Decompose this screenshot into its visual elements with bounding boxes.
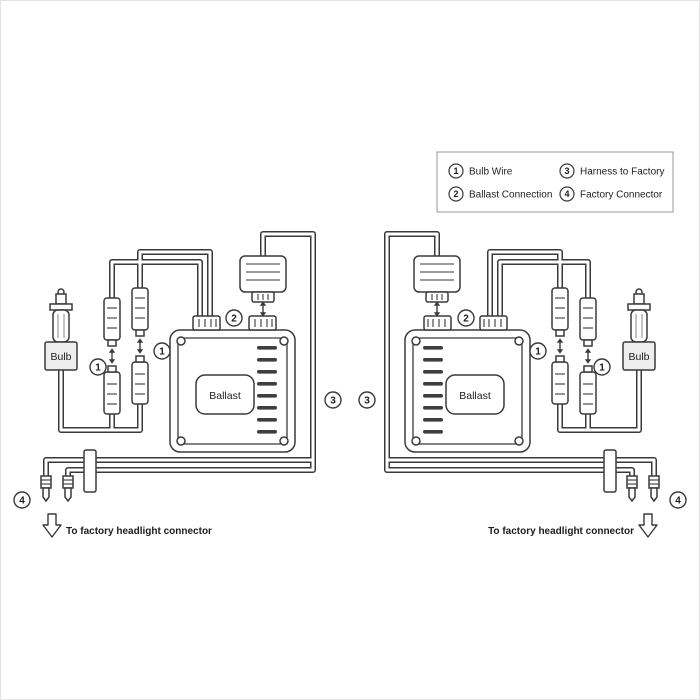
harness-plug-body xyxy=(239,255,287,293)
down-arrow-icon xyxy=(42,513,62,538)
spade-terminal xyxy=(40,475,52,502)
callout-bulb-wire: 1 xyxy=(89,358,107,376)
bulb-wire-upper-core xyxy=(110,260,202,328)
ballast-mount-hole xyxy=(279,436,289,446)
bulb-base xyxy=(44,341,78,371)
bulb-flange xyxy=(49,303,73,311)
factory-note-left: To factory headlight connector xyxy=(66,526,212,537)
grommet-bar xyxy=(83,449,97,493)
ballast-vent-slots xyxy=(257,346,277,434)
ballast-label-plate xyxy=(195,374,255,415)
legend-item-ballast-connection: 2 Ballast Connection xyxy=(448,186,552,202)
ballast-label-right: Ballast xyxy=(459,390,491,402)
callout-bulb-wire: 1 xyxy=(529,342,547,360)
callout-harness: 3 xyxy=(324,391,342,409)
bulb-wire-connector-b xyxy=(131,287,149,405)
svg-text:Factory Connector: Factory Connector xyxy=(580,190,663,201)
factory-note-right: To factory headlight connector xyxy=(488,526,634,537)
bulb-glass xyxy=(52,309,70,343)
svg-text:1: 1 xyxy=(535,347,541,358)
svg-text:1: 1 xyxy=(599,363,605,374)
legend: 1 Bulb Wire 2 Ballast Connection 3 Harne… xyxy=(436,151,674,213)
bulb-wire-upper xyxy=(112,262,200,326)
hid-bulb xyxy=(44,288,78,371)
callout-ballast-connection: 2 xyxy=(225,309,243,327)
ballast-label-left: Ballast xyxy=(209,390,241,402)
bulb-wire-connector-a xyxy=(103,297,121,415)
svg-text:1: 1 xyxy=(159,347,165,358)
callout-bulb-wire: 1 xyxy=(593,358,611,376)
ballast-output-socket xyxy=(192,315,221,331)
ballast-mount-hole xyxy=(176,436,186,446)
callout-factory-connector: 4 xyxy=(669,491,687,509)
legend-item-factory-connector: 4 Factory Connector xyxy=(559,186,663,202)
svg-text:3: 3 xyxy=(564,166,569,176)
left-diagram xyxy=(40,234,313,538)
svg-text:Bulb Wire: Bulb Wire xyxy=(469,167,513,178)
legend-item-harness-to-factory: 3 Harness to Factory xyxy=(559,163,664,179)
bulb-wire-lower xyxy=(61,366,140,430)
callouts-right: 1 1 2 3 4 xyxy=(358,309,687,509)
svg-text:2: 2 xyxy=(463,314,469,325)
callout-ballast-connection: 2 xyxy=(457,309,475,327)
spade-terminal xyxy=(62,475,74,502)
bulb-wire-lower-core xyxy=(59,364,142,432)
svg-text:4: 4 xyxy=(675,496,681,507)
svg-text:Ballast Connection: Ballast Connection xyxy=(469,190,552,201)
mating-arrow-icon xyxy=(259,300,267,318)
ballast-mount-hole xyxy=(176,336,186,346)
ballast-mount-hole xyxy=(279,336,289,346)
bulb-label-left: Bulb xyxy=(50,351,71,363)
svg-text:3: 3 xyxy=(330,396,336,407)
callout-factory-connector: 4 xyxy=(13,491,31,509)
ballast xyxy=(169,315,296,453)
svg-text:4: 4 xyxy=(564,189,569,199)
svg-text:1: 1 xyxy=(453,166,458,176)
right-diagram xyxy=(387,234,659,537)
mating-arrow-icon xyxy=(136,337,144,355)
mating-arrow-icon xyxy=(108,347,116,365)
svg-text:1: 1 xyxy=(95,363,101,374)
callout-bulb-wire: 1 xyxy=(153,342,171,360)
svg-text:3: 3 xyxy=(364,396,370,407)
harness-plug xyxy=(239,255,287,303)
callout-harness: 3 xyxy=(358,391,376,409)
callouts-left: 1 1 2 3 4 xyxy=(13,309,342,509)
svg-text:4: 4 xyxy=(19,496,25,507)
svg-text:2: 2 xyxy=(231,314,237,325)
ballast-input-socket xyxy=(248,315,277,331)
legend-box xyxy=(436,151,674,213)
bulb-neck xyxy=(55,293,67,305)
svg-text:Harness to Factory: Harness to Factory xyxy=(580,167,664,178)
bulb-label-right: Bulb xyxy=(628,351,649,363)
ballast-inner xyxy=(177,337,288,445)
svg-text:2: 2 xyxy=(453,189,458,199)
legend-item-bulb-wire: 1 Bulb Wire xyxy=(448,163,513,179)
